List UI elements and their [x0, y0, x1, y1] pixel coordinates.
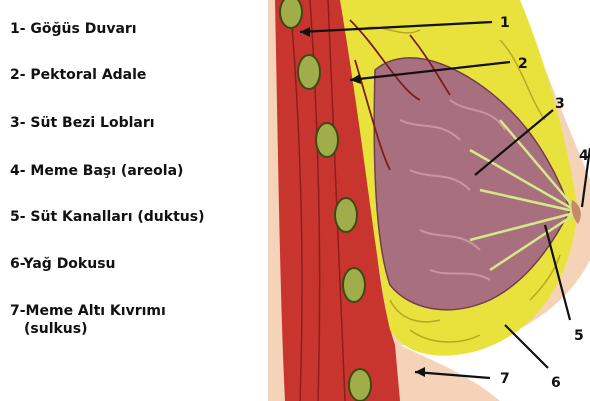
- callout-3-label: 3: [555, 96, 565, 112]
- callout-7-label: 7: [500, 371, 510, 387]
- callout-5-label: 5: [574, 328, 584, 344]
- callout-4-label: 4: [579, 148, 589, 164]
- rib-2: [298, 55, 320, 89]
- rib-3: [316, 123, 338, 157]
- callout-2-label: 2: [518, 56, 528, 72]
- rib-6: [349, 369, 371, 401]
- callout-1-label: 1: [500, 15, 510, 31]
- callout-6-label: 6: [551, 375, 561, 391]
- rib-5: [343, 268, 365, 302]
- rib-1: [280, 0, 302, 28]
- rib-4: [335, 198, 357, 232]
